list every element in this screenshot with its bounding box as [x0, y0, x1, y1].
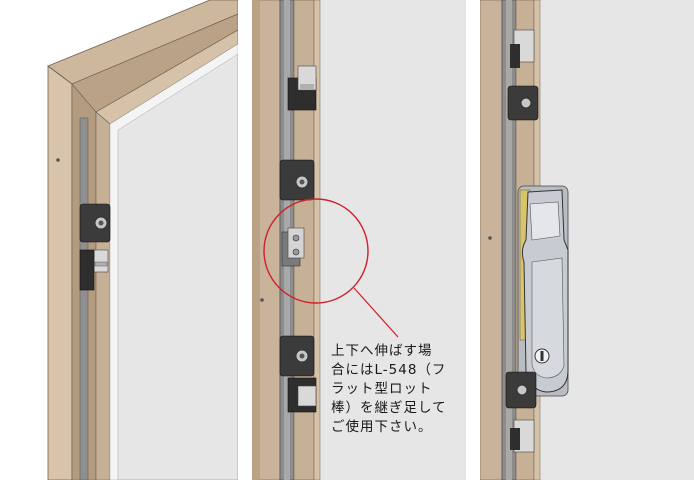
panel-detail-extension: [252, 0, 466, 480]
callout-line: ご使用下さい。: [331, 419, 433, 435]
callout-text: 上下へ伸ばす場 合にはL-548（フ ラット型ロット 棒）を継ぎ足して ご使用下…: [331, 342, 465, 437]
callout-line: 棒）を継ぎ足して: [331, 400, 447, 416]
detail-drawing: [252, 0, 466, 480]
callout-line: 合にはL-548（フ: [331, 362, 447, 378]
panel-handle-installed: [480, 0, 694, 480]
handle-drawing: [480, 0, 694, 480]
panel-frame-installed: [0, 0, 238, 480]
callout-leader-line: [353, 287, 399, 338]
callout-line: ラット型ロット: [331, 381, 433, 397]
callout-line: 上下へ伸ばす場: [331, 343, 433, 359]
frame-drawing: [47, 0, 238, 480]
callout-circle: [263, 198, 369, 304]
